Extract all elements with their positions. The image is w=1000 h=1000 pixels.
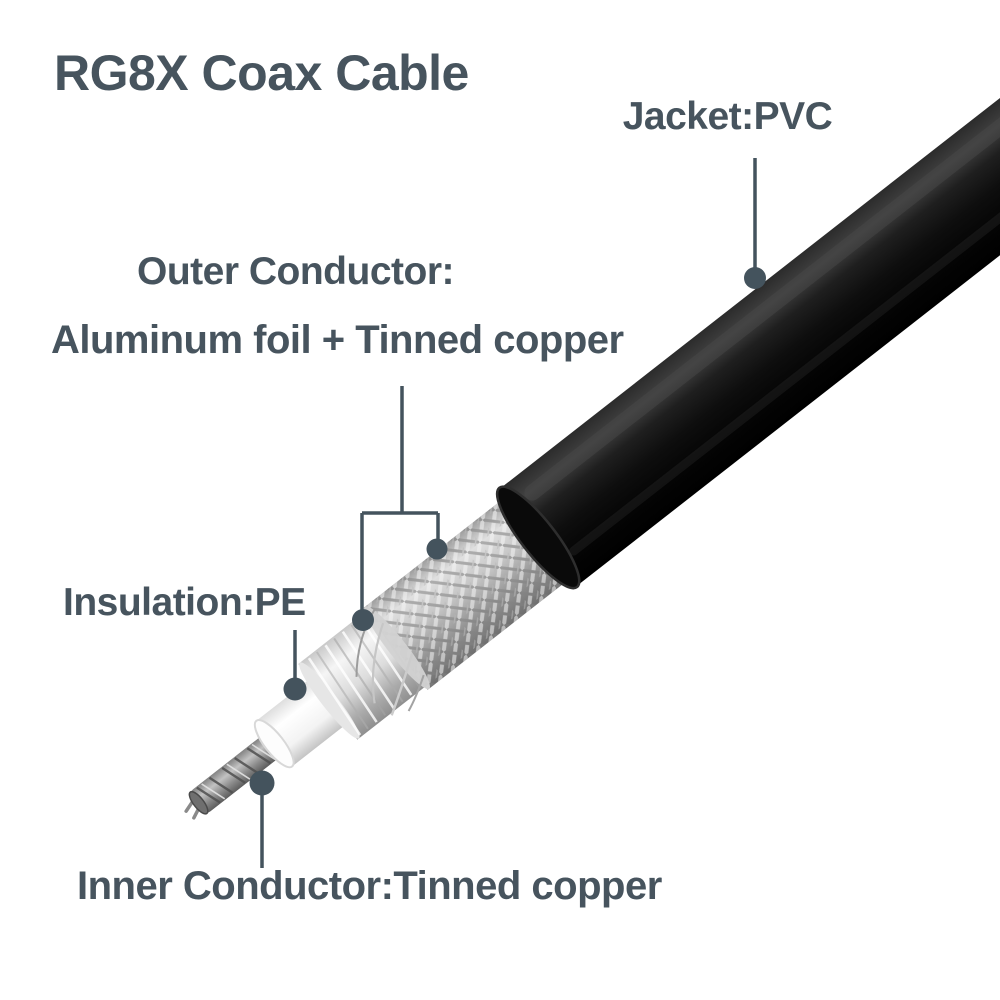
insulation-end-cap bbox=[253, 719, 295, 769]
jacket-sheen-highlight bbox=[524, 48, 1000, 501]
braid-leader-dot bbox=[426, 538, 448, 560]
insulation-leader-dot bbox=[283, 677, 307, 701]
jacket-body bbox=[499, 33, 1000, 587]
inner-conductor-label: Inner Conductor:Tinned copper bbox=[77, 864, 662, 908]
leader-lines bbox=[260, 158, 757, 868]
jacket-lower-sheen bbox=[569, 106, 1000, 556]
jacket-cut-rim bbox=[495, 485, 581, 590]
inner-conductor-leader-dot bbox=[249, 770, 275, 796]
foil-leader-dot bbox=[352, 609, 374, 631]
outer-conductor-label-title: Outer Conductor: bbox=[137, 250, 454, 293]
outer-conductor-label-materials: Aluminum foil + Tinned copper bbox=[51, 318, 624, 362]
foil-end-cap bbox=[299, 662, 360, 739]
page-title: RG8X Coax Cable bbox=[54, 45, 469, 101]
jacket-label: Jacket:PVC bbox=[622, 95, 833, 138]
insulation-label: Insulation:PE bbox=[63, 581, 306, 624]
leader-dots bbox=[249, 267, 766, 796]
jacket-graphic bbox=[495, 33, 1000, 590]
jacket-leader-dot bbox=[744, 267, 766, 289]
cable-graphic bbox=[184, 33, 1000, 820]
outer-conductor-leader-bracket bbox=[360, 386, 440, 611]
inner-conductor-tip-cap bbox=[188, 790, 209, 815]
